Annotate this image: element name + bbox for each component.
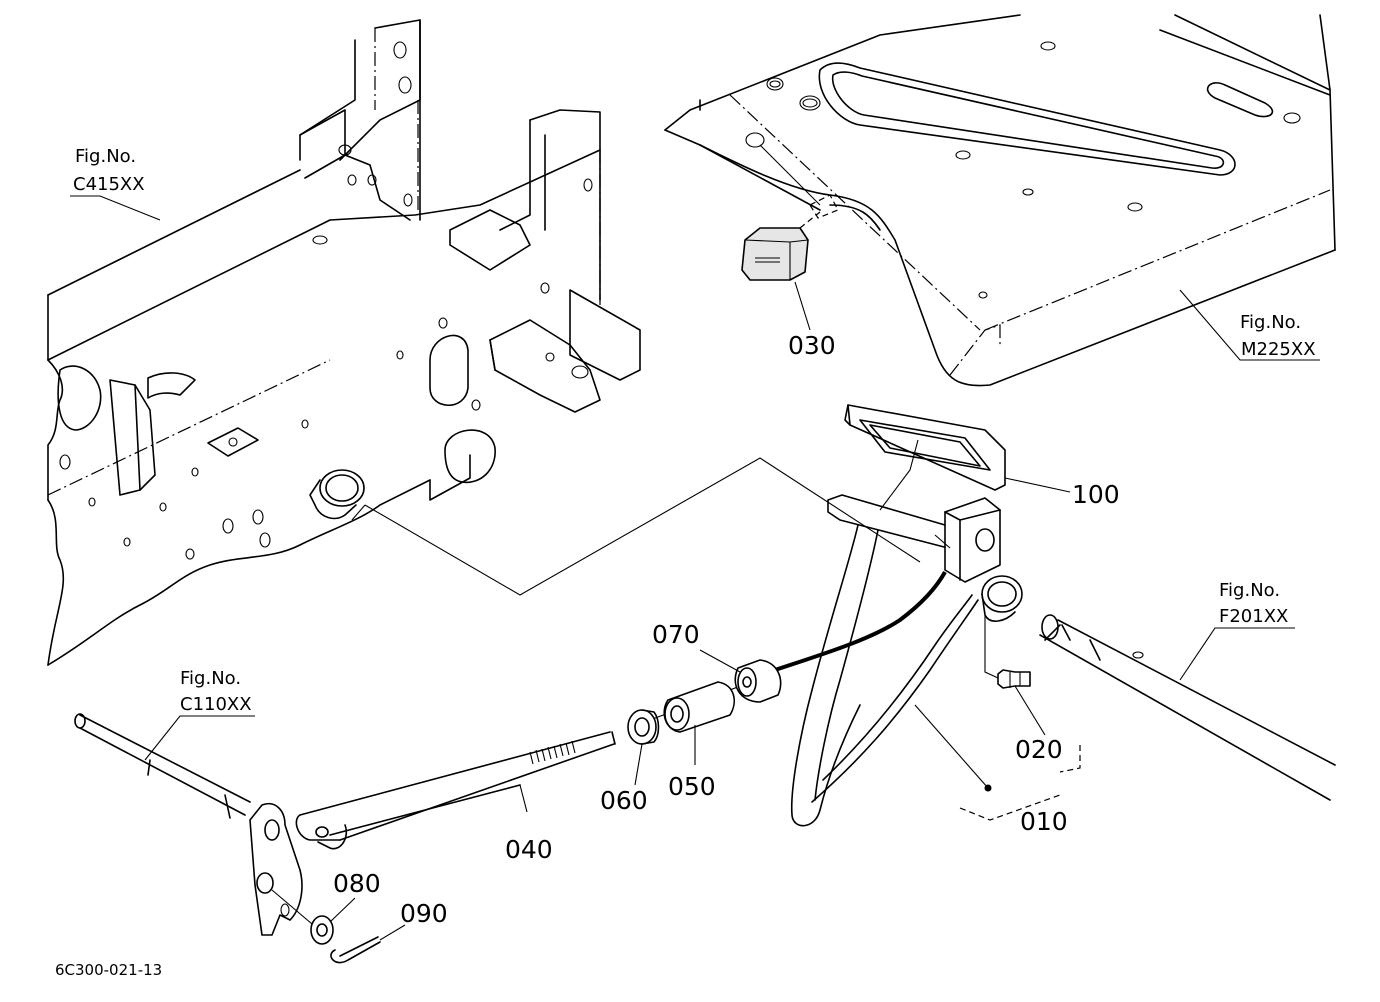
figure-reference-m225[interactable]: Fig.No. M225XX bbox=[1240, 312, 1316, 360]
figure-reference-c110[interactable]: Fig.No. C110XX bbox=[180, 668, 252, 715]
lever-and-shaft-drawing bbox=[74, 713, 326, 936]
fig-ref-code[interactable]: M225XX bbox=[1241, 339, 1316, 360]
part-number-090: 090 bbox=[400, 899, 448, 928]
part-030-cap bbox=[741, 211, 821, 281]
pedal-shaft-drawing bbox=[1039, 614, 1336, 801]
part-number-labels: 100 030 070 020 010 050 060 040 080 090 bbox=[333, 331, 1120, 928]
fig-ref-label: Fig.No. bbox=[75, 146, 136, 167]
part-080-washer bbox=[310, 897, 356, 945]
part-090-cotter-pin bbox=[330, 924, 406, 964]
part-060-nut bbox=[627, 709, 660, 745]
fig-ref-code[interactable]: F201XX bbox=[1219, 606, 1288, 627]
part-number-060: 060 bbox=[600, 786, 648, 815]
part-100-pedal-pad bbox=[844, 404, 1006, 491]
figure-reference-c415[interactable]: Fig.No. C415XX bbox=[73, 146, 145, 195]
part-070-pin bbox=[734, 659, 782, 703]
label-leaders bbox=[70, 195, 1320, 786]
fig-ref-label: Fig.No. bbox=[1219, 580, 1280, 601]
part-number-100: 100 bbox=[1072, 480, 1120, 509]
part-number-020: 020 bbox=[1015, 735, 1063, 764]
part-number-010: 010 bbox=[1020, 807, 1068, 836]
fig-ref-code[interactable]: C110XX bbox=[180, 694, 252, 715]
part-number-040: 040 bbox=[505, 835, 553, 864]
part-050-collar bbox=[663, 681, 735, 733]
fig-ref-label: Fig.No. bbox=[1240, 312, 1301, 333]
frame-chassis-drawing bbox=[47, 19, 641, 666]
part-010-pedal-assembly bbox=[790, 439, 1081, 827]
fig-ref-label: Fig.No. bbox=[180, 668, 241, 689]
part-number-030: 030 bbox=[788, 331, 836, 360]
part-number-070: 070 bbox=[652, 620, 700, 649]
part-040-rod bbox=[295, 731, 616, 850]
cable-and-leader-lines bbox=[351, 457, 947, 721]
diagram-code: 6C300-021-13 bbox=[55, 961, 162, 979]
fig-ref-code[interactable]: C415XX bbox=[73, 174, 145, 195]
floor-panel-drawing bbox=[664, 14, 1336, 387]
part-020-grease-fitting bbox=[984, 612, 1046, 736]
figure-reference-f201[interactable]: Fig.No. F201XX bbox=[1219, 580, 1288, 627]
part-number-050: 050 bbox=[668, 772, 716, 801]
part-number-080: 080 bbox=[333, 869, 381, 898]
